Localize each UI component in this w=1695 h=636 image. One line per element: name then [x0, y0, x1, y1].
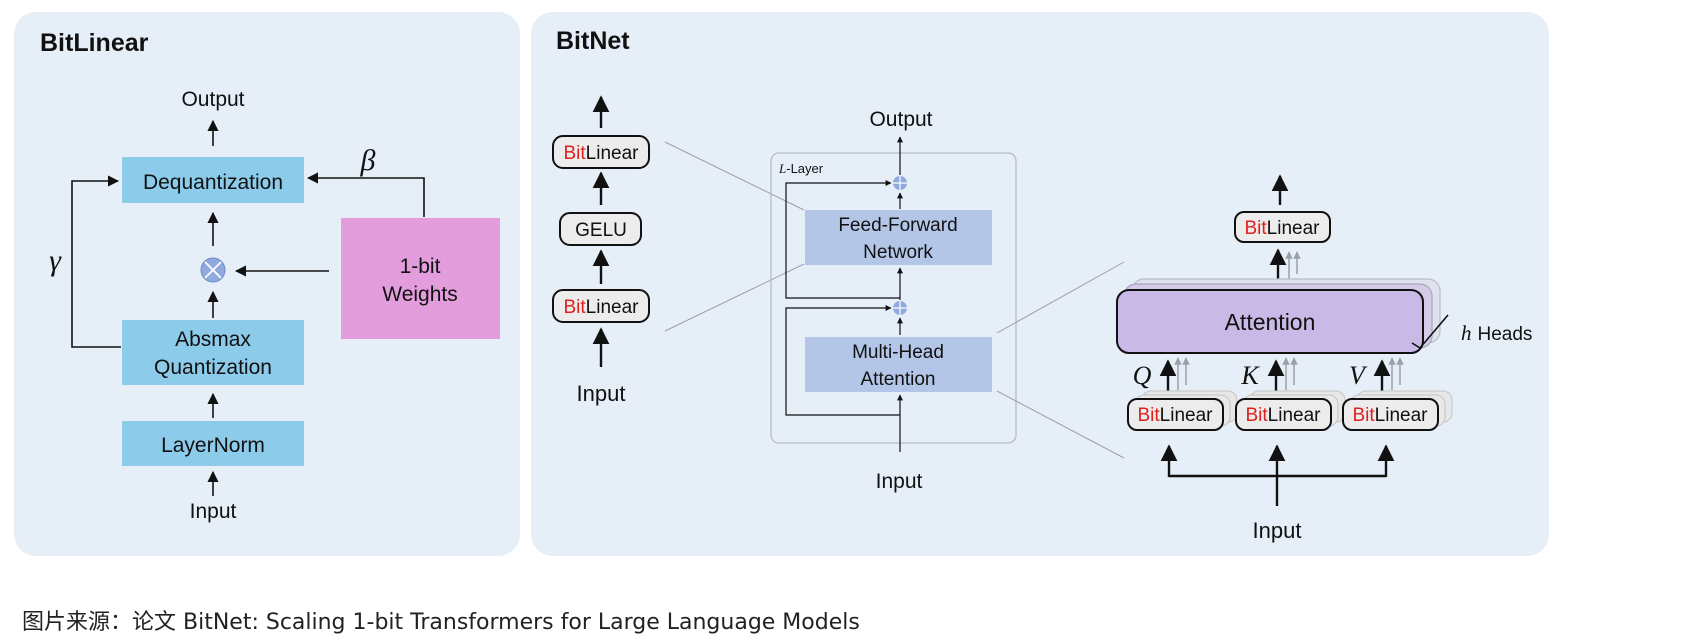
absmax-label-line2: Quantization [154, 356, 272, 379]
attn-input-fanout [1160, 444, 1395, 506]
svg-text:BitLinear: BitLinear [563, 297, 639, 318]
attn-input-label: Input [1253, 518, 1302, 543]
stack-input-label: Input [577, 381, 626, 406]
feed-forward-box [805, 210, 992, 265]
l-layer-label: L-Layer [778, 161, 824, 176]
layernorm-label: LayerNorm [161, 434, 265, 457]
attention-box [1116, 289, 1424, 354]
residual-add-bottom-icon [893, 301, 907, 315]
ffn-label-line1: Feed-Forward [838, 215, 957, 236]
zoom-line-bottom [664, 263, 805, 332]
mha-label-line1: Multi-Head [852, 342, 944, 363]
v-input-arrows [1373, 357, 1404, 396]
layernorm-box [122, 421, 304, 466]
weights-label-line1: 1-bit [400, 255, 441, 278]
multiply-icon [200, 257, 226, 283]
figure-caption: 图片来源：论文 BitNet: Scaling 1-bit Transforme… [22, 610, 860, 635]
l-layer-frame [770, 152, 1017, 444]
residual-skip-bottom [785, 305, 900, 416]
residual-add-top-icon [893, 176, 907, 190]
v-bitlinear: BitLinear [1342, 390, 1453, 431]
layer-output-label: Output [869, 108, 932, 131]
absmax-quantization-box [122, 320, 304, 385]
bitlinear-input-label: Input [190, 500, 237, 523]
mha-label-line2: Attention [861, 369, 936, 390]
residual-skip-top [785, 180, 900, 299]
svg-text:BitLinear: BitLinear [1352, 405, 1428, 426]
stack-bitlinear-bottom: BitLinear [552, 289, 650, 323]
gelu-box: GELU [559, 212, 642, 246]
multi-head-attention-box [805, 337, 992, 392]
one-bit-weights-box [341, 218, 500, 339]
bitlinear-output-label: Output [181, 88, 244, 111]
svg-text:GELU: GELU [575, 220, 627, 241]
gamma-symbol: γ [49, 244, 62, 277]
weights-label-line2: Weights [382, 283, 457, 306]
gamma-connector [71, 175, 121, 348]
k-label: K [1240, 361, 1260, 390]
q-input-arrows [1159, 357, 1190, 396]
absmax-label-line1: Absmax [175, 328, 251, 351]
attn-output-bitlinear: BitLinear [1234, 211, 1331, 243]
dequantization-label: Dequantization [143, 171, 283, 194]
q-bitlinear: BitLinear [1127, 390, 1238, 431]
bitlinear-title: BitLinear [40, 29, 149, 57]
stack-bitlinear-top: BitLinear [552, 135, 650, 169]
k-bitlinear: BitLinear [1235, 390, 1346, 431]
layer-input-label: Input [876, 470, 923, 493]
svg-text:BitLinear: BitLinear [1245, 405, 1321, 426]
q-label: Q [1133, 361, 1152, 390]
beta-connector [306, 172, 425, 217]
v-label: V [1349, 361, 1368, 390]
bitnet-title: BitNet [556, 27, 630, 55]
beta-symbol: β [360, 144, 376, 177]
dequantization-box [122, 157, 304, 203]
k-input-arrows [1267, 357, 1298, 396]
zoom-line-top [664, 141, 805, 211]
attention-label: Attention [1225, 309, 1316, 335]
svg-text:BitLinear: BitLinear [563, 143, 639, 164]
zoom-line-attn-top [996, 261, 1125, 334]
ffn-label-line2: Network [863, 242, 933, 263]
svg-text:BitLinear: BitLinear [1137, 405, 1213, 426]
zoom-line-attn-bottom [996, 390, 1125, 459]
heads-bracket [1411, 314, 1449, 350]
svg-text:BitLinear: BitLinear [1244, 218, 1320, 239]
